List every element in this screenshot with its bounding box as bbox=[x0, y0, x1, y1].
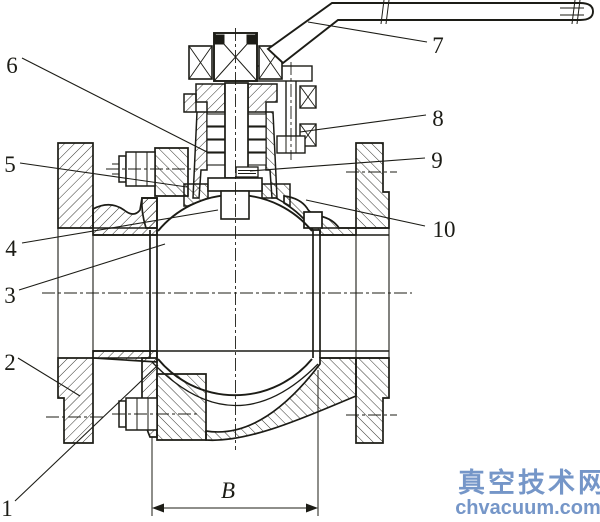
packing-rings bbox=[206, 113, 267, 166]
right-flange-upper bbox=[355, 142, 390, 229]
stem-collar bbox=[207, 177, 263, 192]
right-flange-lower bbox=[355, 357, 390, 444]
gland-wing-left bbox=[183, 93, 197, 113]
leader-lines-group bbox=[14, 21, 428, 502]
lock-tab-left bbox=[214, 34, 225, 45]
neck-wall-left bbox=[192, 111, 208, 199]
callout-8: 8 bbox=[432, 106, 444, 131]
leader-3 bbox=[18, 243, 166, 291]
callout-3: 3 bbox=[4, 283, 16, 308]
handle-socket-left-x bbox=[188, 45, 213, 80]
right-flange-hole-centerlines bbox=[346, 171, 397, 416]
bore-inner-lines bbox=[93, 234, 389, 352]
leader-6 bbox=[21, 57, 208, 153]
centerlines-group bbox=[42, 28, 412, 450]
joint-bolt-centerlines bbox=[106, 168, 200, 415]
leader-1 bbox=[14, 364, 159, 502]
leader-5 bbox=[19, 162, 188, 188]
lock-tab-right bbox=[246, 34, 257, 45]
handle-group bbox=[266, 0, 594, 65]
callout-6: 6 bbox=[6, 53, 18, 78]
callouts-group: 1 2 3 4 5 6 7 8 9 10 bbox=[1, 33, 455, 521]
stem-shaft bbox=[224, 82, 249, 179]
body-lug-top bbox=[154, 147, 189, 197]
leader-9 bbox=[249, 157, 426, 172]
seat-retainer-right bbox=[303, 211, 323, 229]
callout-9: 9 bbox=[431, 148, 443, 173]
callout-10: 10 bbox=[433, 217, 456, 242]
leader-7 bbox=[307, 21, 428, 43]
watermark-site-url: chvacuum.com bbox=[455, 497, 600, 519]
handle-lever bbox=[266, 2, 594, 65]
callout-4: 4 bbox=[5, 236, 17, 261]
bonnet-stem-group bbox=[183, 82, 291, 220]
callout-5: 5 bbox=[4, 152, 16, 177]
handle-grip-end-lines bbox=[560, 7, 584, 16]
watermark-group: 真空技术网 chvacuum.com bbox=[455, 467, 600, 519]
gland-left bbox=[195, 83, 226, 113]
leader-4 bbox=[21, 209, 219, 244]
thrust-washer bbox=[235, 166, 259, 178]
stop-bolt-nut-facets bbox=[285, 136, 297, 153]
body-lug-bottom bbox=[156, 373, 207, 441]
cap-joint-flange-top bbox=[140, 197, 158, 229]
body-bottom-wall bbox=[205, 357, 357, 442]
dimension-extension-lines bbox=[151, 370, 319, 516]
callout-2: 2 bbox=[4, 350, 16, 375]
handle-break-marks bbox=[380, 0, 581, 25]
stop-bracket-upper-x bbox=[299, 85, 317, 109]
seat-rings bbox=[149, 230, 321, 358]
stem-tang bbox=[220, 190, 250, 220]
leader-8 bbox=[299, 114, 427, 133]
watermark-site-name: 真空技术网 bbox=[458, 467, 600, 498]
callout-7: 7 bbox=[432, 33, 444, 58]
bore-outer-lines bbox=[93, 227, 389, 359]
body-cavity-arc bbox=[151, 361, 319, 407]
left-flange-upper bbox=[57, 142, 94, 229]
leader-2 bbox=[17, 357, 81, 397]
dimension-arrow-left bbox=[152, 503, 164, 513]
dimension-label: B bbox=[221, 478, 235, 503]
valve-body-group bbox=[57, 142, 390, 444]
left-flange-lower bbox=[57, 357, 94, 444]
dimension-group: B bbox=[151, 370, 319, 516]
dimension-arrow-right bbox=[306, 503, 318, 513]
ball-bottom-arc bbox=[157, 358, 313, 397]
top-bolt-stud-end bbox=[112, 163, 119, 175]
gland-right bbox=[247, 83, 278, 113]
callout-1: 1 bbox=[1, 496, 13, 521]
leader-10 bbox=[305, 199, 426, 227]
